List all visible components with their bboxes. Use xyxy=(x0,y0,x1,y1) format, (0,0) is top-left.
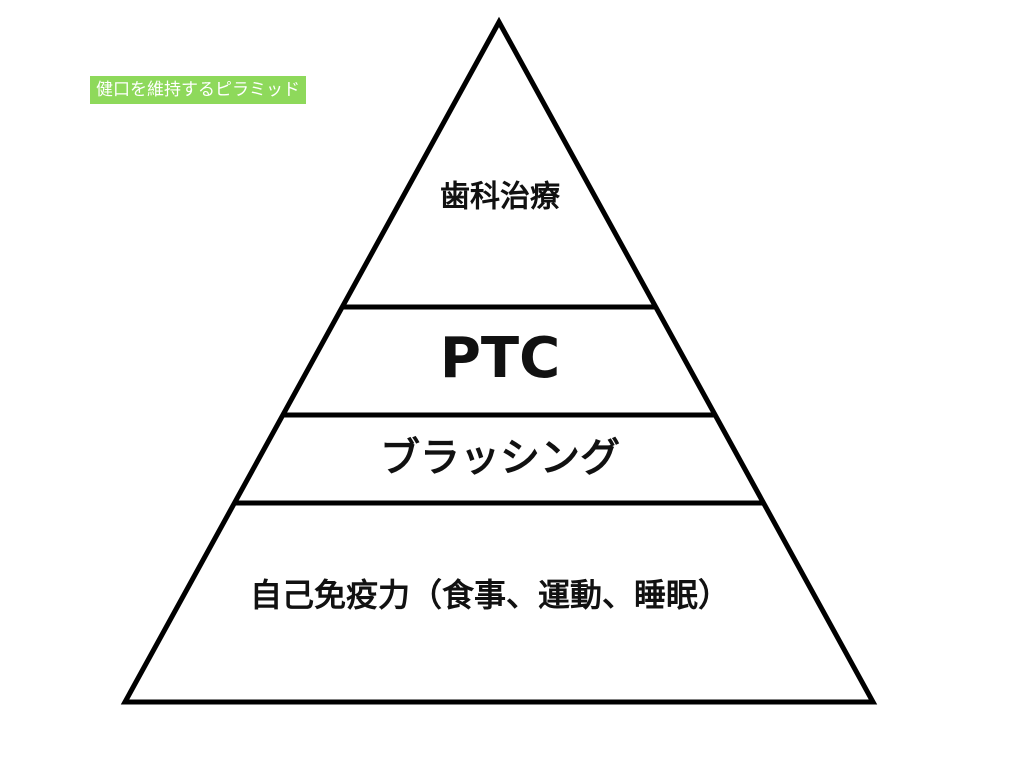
tier-label-self-immunity: 自己免疫力（食事、運動、睡眠） xyxy=(250,576,730,614)
pyramid-outline xyxy=(120,16,878,705)
tier-label-ptc: PTC xyxy=(440,326,560,391)
tier-label-brushing: ブラッシング xyxy=(380,435,620,481)
pyramid-caption-badge: 健口を維持するピラミッド xyxy=(90,76,306,104)
tier-label-dental-treatment: 歯科治療 xyxy=(440,180,560,215)
